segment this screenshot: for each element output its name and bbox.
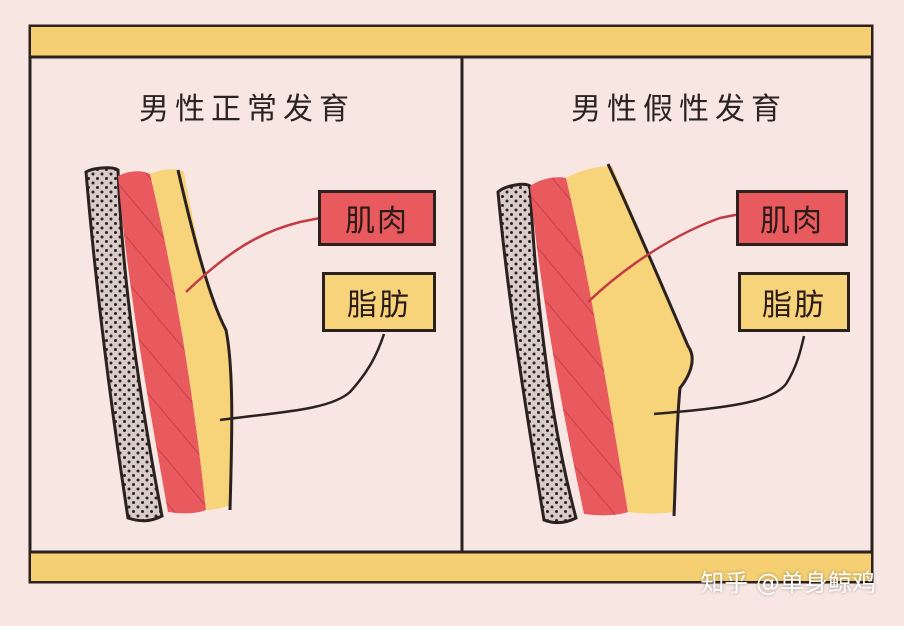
fat-layer bbox=[150, 169, 232, 510]
frame bbox=[28, 24, 874, 584]
fat-leader-line bbox=[653, 335, 806, 416]
muscle-label: 肌肉 bbox=[318, 190, 436, 246]
muscle-label: 肌肉 bbox=[736, 190, 848, 246]
skin-layer bbox=[496, 182, 578, 525]
watermark: 知乎 @单身鲸鸡 bbox=[700, 569, 876, 597]
top-band bbox=[31, 27, 871, 57]
muscle-leader-line bbox=[587, 212, 741, 303]
skin-layer bbox=[84, 166, 164, 523]
bottom-band bbox=[31, 552, 871, 581]
fat-layer bbox=[566, 166, 693, 514]
fat-label: 脂肪 bbox=[738, 272, 850, 332]
panel-title-normal: 男性正常发育 bbox=[139, 92, 355, 127]
panel-title-pseudo: 男性假性发育 bbox=[571, 92, 787, 127]
fat-leader-line bbox=[219, 333, 386, 422]
muscle-leader-line bbox=[185, 216, 321, 293]
panel-normal-cross-section bbox=[84, 166, 386, 523]
fat-label: 脂肪 bbox=[322, 272, 436, 332]
muscle-layer bbox=[530, 177, 628, 516]
panel-pseudo-cross-section bbox=[496, 163, 806, 525]
muscle-layer bbox=[118, 171, 206, 514]
frame-border bbox=[28, 24, 874, 584]
